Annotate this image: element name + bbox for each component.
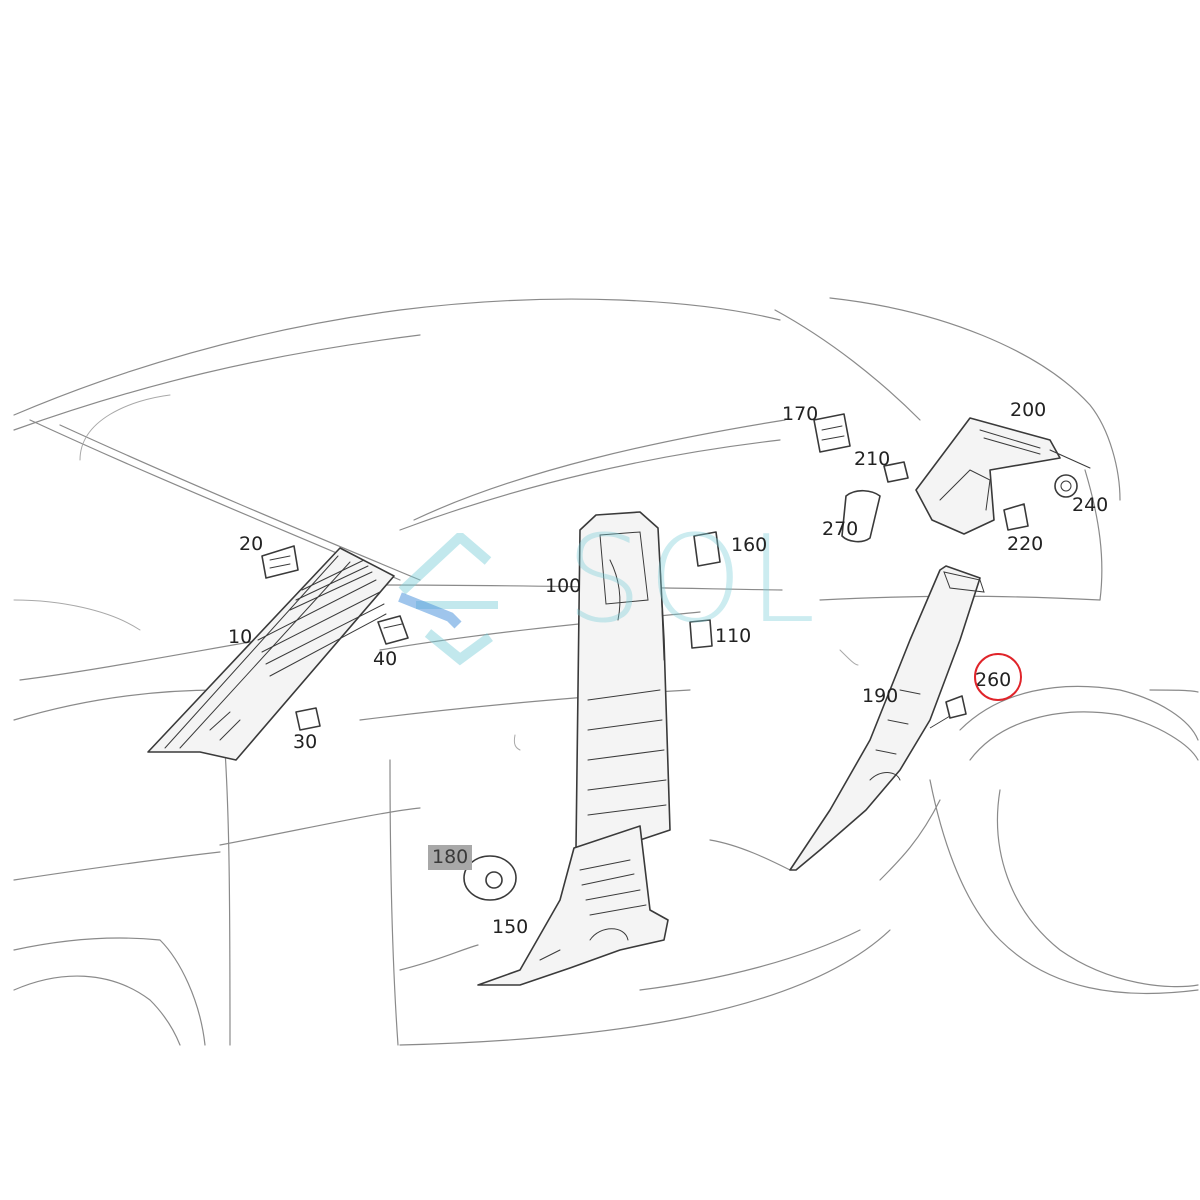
- part-100-b-pillar-trim: [575, 511, 671, 849]
- callout-150: 150: [492, 916, 529, 938]
- callout-220: 220: [1007, 533, 1044, 555]
- part-180-grommet: [463, 855, 517, 901]
- callout-160: 160: [731, 534, 768, 556]
- callout-210: 210: [854, 448, 891, 470]
- callout-170: 170: [782, 403, 819, 425]
- part-10-a-pillar-trim: [147, 547, 395, 761]
- callout-190: 190: [862, 685, 899, 707]
- part-160-clip: [693, 531, 721, 567]
- part-30-clip: [295, 707, 321, 731]
- callout-240: 240: [1072, 494, 1109, 516]
- callout-260-highlight-circle: [974, 653, 1022, 701]
- part-270-pad: [841, 489, 881, 543]
- car-body-outline: [13, 297, 1199, 1046]
- part-170-bracket: [813, 413, 851, 453]
- callout-10: 10: [228, 626, 253, 648]
- part-110-clip: [689, 619, 713, 649]
- part-220-clip: [1003, 503, 1029, 531]
- part-190-rear-trim: [789, 565, 985, 871]
- part-210-clip: [883, 461, 909, 483]
- callout-100: 100: [545, 575, 582, 597]
- part-150-lower-trim: [477, 825, 669, 986]
- callout-180: 180: [428, 845, 473, 870]
- part-260-clip: [929, 695, 967, 729]
- part-200-c-pillar-trim: [915, 417, 1091, 535]
- callout-30: 30: [293, 731, 318, 753]
- callout-110: 110: [715, 625, 752, 647]
- callout-200: 200: [1010, 399, 1047, 421]
- part-20-clip: [261, 545, 299, 579]
- callout-20: 20: [239, 533, 264, 555]
- callout-40: 40: [373, 648, 398, 670]
- part-240-clip: [1054, 474, 1078, 498]
- part-40-clip: [377, 615, 409, 645]
- callout-270: 270: [822, 518, 859, 540]
